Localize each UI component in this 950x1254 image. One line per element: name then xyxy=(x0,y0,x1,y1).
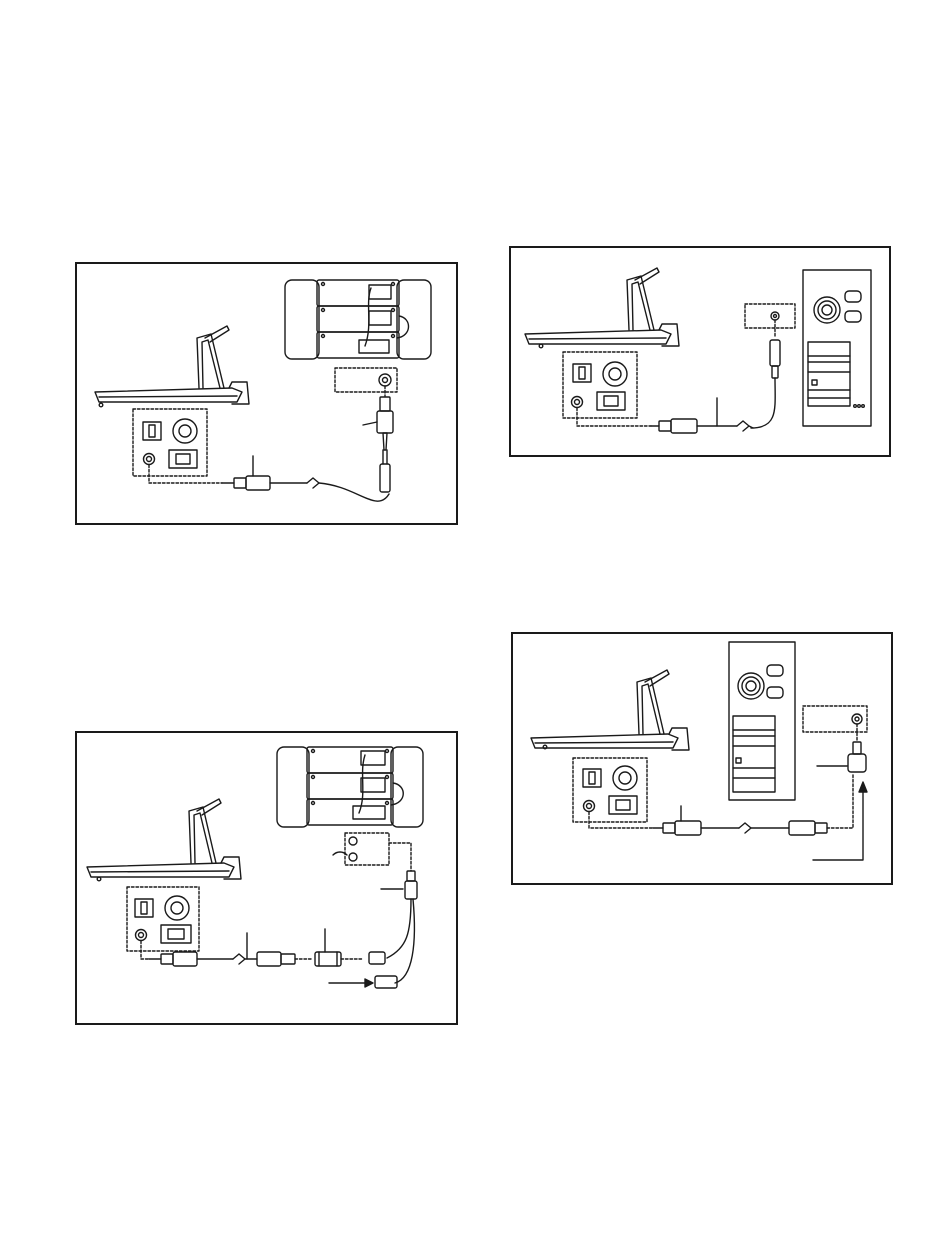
stereo-icon xyxy=(285,280,431,359)
treadmill-icon xyxy=(531,670,689,750)
treadmill-icon xyxy=(525,268,679,348)
stereo-icon xyxy=(277,747,423,827)
audio-cable-icon xyxy=(577,340,780,433)
console-icon xyxy=(573,758,647,822)
figure-treadmill-to-stereo-y-adapter xyxy=(75,731,458,1025)
arrow-icon xyxy=(813,782,867,860)
y-adapter-icon xyxy=(369,871,417,988)
treadmill-icon xyxy=(87,799,241,881)
figure-drawing xyxy=(77,733,456,1023)
y-adapter-icon xyxy=(817,742,866,772)
treadmill-icon xyxy=(95,326,249,407)
computer-tower-icon xyxy=(803,270,871,426)
figure-treadmill-to-stereo xyxy=(75,262,458,525)
console-icon xyxy=(127,887,199,951)
figure-drawing xyxy=(77,264,456,523)
console-icon xyxy=(133,409,207,476)
console-icon xyxy=(563,352,637,418)
computer-tower-icon xyxy=(729,642,795,800)
audio-jack-icon xyxy=(335,368,397,396)
figure-treadmill-to-computer xyxy=(509,246,891,457)
audio-cable-icon xyxy=(141,929,363,966)
figure-treadmill-to-computer-splitter xyxy=(511,632,893,885)
audio-jack-icon xyxy=(803,706,867,742)
audio-jack-icon xyxy=(333,833,411,871)
figure-drawing xyxy=(511,248,889,455)
arrow-icon xyxy=(329,979,373,987)
audio-jack-icon xyxy=(745,304,795,338)
adapter-icon xyxy=(363,397,393,450)
figure-drawing xyxy=(513,634,891,883)
